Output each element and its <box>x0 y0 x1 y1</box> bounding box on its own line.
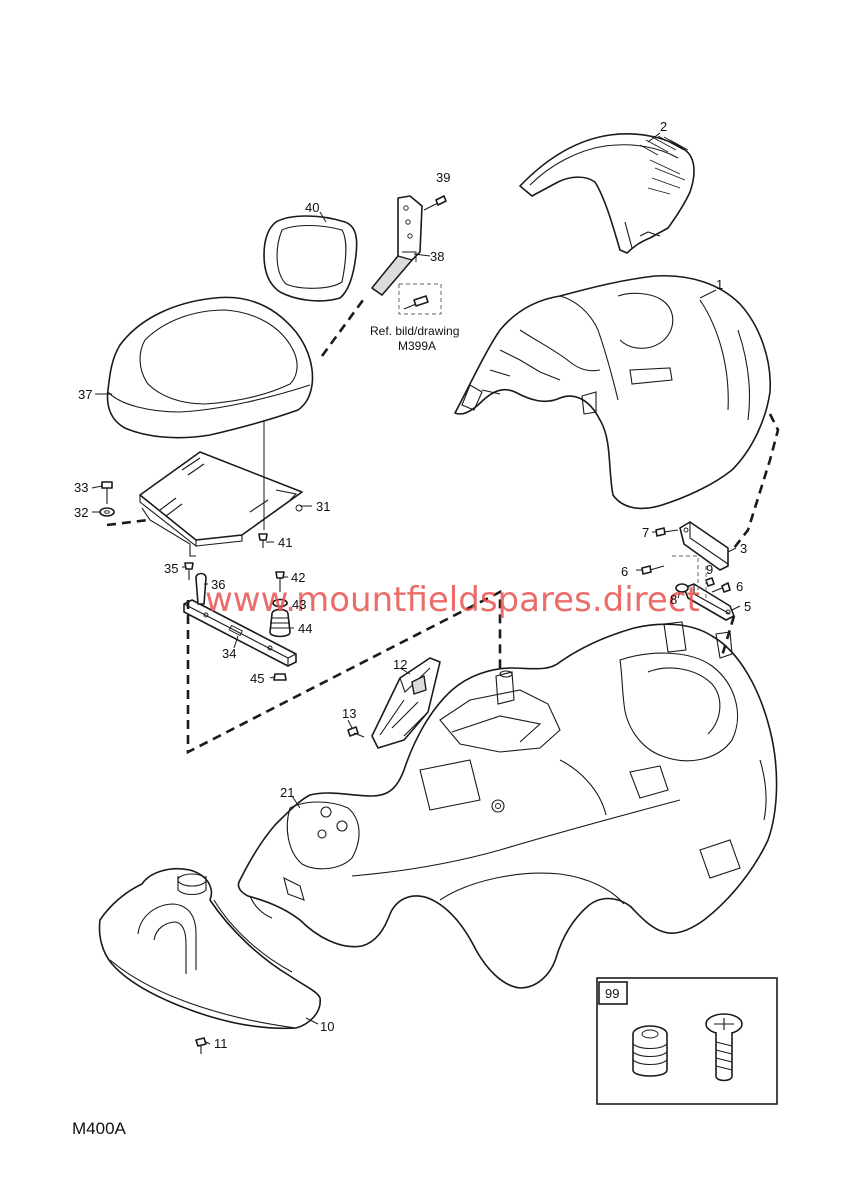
callout-36: 36 <box>211 577 225 592</box>
callout-5: 5 <box>744 599 751 614</box>
part-8-spacer <box>675 583 689 593</box>
part-37-seat <box>106 296 314 439</box>
inset-part-99: 99 <box>596 977 778 1105</box>
part-34-rail <box>183 599 297 667</box>
part-44-spring <box>269 608 291 638</box>
part-35-screw <box>184 562 194 580</box>
callout-38: 38 <box>430 249 444 264</box>
part-10-front-cover <box>98 868 321 1030</box>
part-12-control-panel <box>371 657 441 749</box>
part-6-screw-lower <box>711 582 731 593</box>
reference-drawing-box <box>398 283 442 315</box>
threaded-insert-icon <box>632 1025 668 1077</box>
part-6-screw-upper <box>641 565 665 575</box>
part-9-nut <box>705 577 715 587</box>
reference-note-line1: Ref. bild/drawing <box>370 324 459 338</box>
part-11-screw <box>195 1037 207 1054</box>
screw-icon <box>705 1013 743 1082</box>
callout-42: 42 <box>291 570 305 585</box>
callout-40: 40 <box>305 200 319 215</box>
callout-10: 10 <box>320 1019 334 1034</box>
callout-35: 35 <box>164 561 178 576</box>
part-39-bolt <box>423 195 447 211</box>
callout-8: 8 <box>670 592 677 607</box>
callout-45: 45 <box>250 671 264 686</box>
callout-2: 2 <box>660 119 667 134</box>
callout-32: 32 <box>74 505 88 520</box>
leader-lines <box>91 132 741 1045</box>
callout-1: 1 <box>716 277 723 292</box>
callout-44: 44 <box>298 621 312 636</box>
callout-37: 37 <box>78 387 92 402</box>
part-33-bolt <box>101 481 113 504</box>
callout-34: 34 <box>222 646 236 661</box>
callout-41: 41 <box>278 535 292 550</box>
part-3-bracket <box>679 521 729 571</box>
callout-13: 13 <box>342 706 356 721</box>
callout-3: 3 <box>740 541 747 556</box>
inset-label: 99 <box>605 986 619 1001</box>
part-21-chassis <box>237 621 778 989</box>
callout-6-right: 6 <box>736 579 743 594</box>
part-7-screw <box>655 527 679 537</box>
callout-21: 21 <box>280 785 294 800</box>
part-13-screw <box>347 726 365 738</box>
bracket-assembly-guide <box>672 555 707 600</box>
part-43-washer <box>272 598 288 608</box>
reference-note-line2: M399A <box>398 339 436 353</box>
part-36-clip <box>195 572 207 605</box>
callout-33: 33 <box>74 480 88 495</box>
callout-31: 31 <box>316 499 330 514</box>
part-40-backrest <box>263 215 358 302</box>
callout-labels: 2 1 39 40 38 37 33 31 32 41 35 36 42 43 … <box>74 119 751 1051</box>
part-42-bolt <box>275 571 285 592</box>
callout-39: 39 <box>436 170 450 185</box>
callout-7: 7 <box>642 525 649 540</box>
part-45-nut <box>273 673 287 681</box>
watermark-text: www.mountfieldspares.direct <box>205 580 700 620</box>
callout-12: 12 <box>393 657 407 672</box>
part-32-washer <box>99 507 115 517</box>
part-2-rear-cover <box>519 133 695 254</box>
drawing-code: M400A <box>72 1119 127 1138</box>
callout-43: 43 <box>292 597 306 612</box>
callout-9: 9 <box>706 562 713 577</box>
part-41-screw <box>258 533 268 548</box>
assembly-lines <box>106 295 780 755</box>
part-38-bracket <box>371 195 423 296</box>
part-31-seat-plate <box>139 451 303 557</box>
callout-6-left: 6 <box>621 564 628 579</box>
callout-11: 11 <box>214 1036 228 1051</box>
part-1-upper-body <box>454 274 771 510</box>
